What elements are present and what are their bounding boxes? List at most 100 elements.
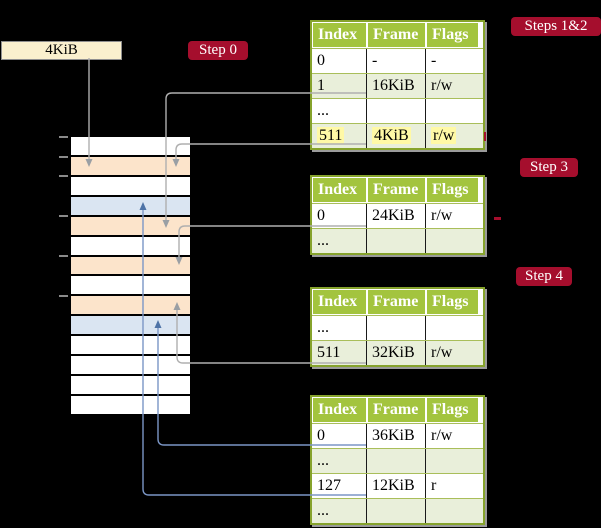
table-cell: 1 [312,74,367,98]
tick-mark [59,136,68,138]
table-cell: r [431,477,437,494]
header-cell-frame: Frame [367,397,426,423]
table-cell [367,229,426,253]
highlighted-value: 4KiB [372,127,411,144]
table-cell [367,499,426,523]
table-cell: 511 [312,341,367,365]
memory-row-6-peach [71,254,190,275]
table-cell: 127 [312,474,367,498]
table-cell [367,449,426,473]
red-arrow-fragment [494,217,501,220]
table-cell: r/w [431,207,453,224]
header-cell-index: Index [312,177,367,203]
memory-row-2-white [71,174,190,195]
table-cell: 32KiB [367,341,426,365]
table-cell: r/w [431,77,453,94]
table-cell: 0 [312,49,367,73]
header-cell-index: Index [312,397,367,423]
table-cell: r/w [431,344,453,361]
table-cell: 4KiB [367,124,426,148]
table-cell: 0 [312,204,367,228]
header-cell-flags: Flags [426,22,479,48]
header-cell-flags: Flags [426,289,479,315]
memory-row-8-peach [71,294,190,315]
table-row: ... [312,498,483,523]
highlighted-value: r/w [431,127,457,144]
table-cell: 36KiB [367,424,426,448]
memory-row-0-white [71,137,190,155]
step-0-badge: Step 0 [188,41,248,60]
memory-row-10-white [71,334,190,355]
table-cell: r/w [431,427,453,444]
table-cell: 12KiB [367,474,426,498]
tick-mark [59,215,68,217]
table-row: 511 4KiB r/w [312,123,483,148]
header-cell-frame: Frame [367,22,426,48]
header-cell-flags: Flags [426,397,479,423]
memory-row-11-white [71,354,190,375]
table-row: ... [312,448,483,473]
table-cell: - [431,52,437,69]
table-cell [426,449,479,473]
memory-row-4-peach [71,214,190,235]
memory-stack [71,137,190,414]
table-cell: ... [312,229,367,253]
step-3-badge: Step 3 [520,158,578,177]
table-cell [426,499,479,523]
table-cell: ... [312,499,367,523]
table-cell: ... [312,316,367,340]
table-cell: 0 [312,424,367,448]
memory-row-13-white [71,393,190,414]
highlighted-value: 511 [317,127,345,144]
tick-mark [59,255,68,257]
page-size-legend: 4KiB [1,41,122,60]
table-cell [426,99,479,123]
header-cell-index: Index [312,289,367,315]
memory-row-1-peach [71,154,190,175]
table-cell [367,99,426,123]
page-size-label: 4KiB [45,42,78,58]
table-cell [426,229,479,253]
table-row: 0-- [312,48,483,73]
table-row: ... [312,98,483,123]
memory-row-7-white [71,274,190,295]
red-arrow-fragment [484,132,486,141]
header-cell-frame: Frame [367,177,426,203]
table-cell [426,316,479,340]
table-cell: r/w [426,124,479,148]
table-cell: 16KiB [367,74,426,98]
table-cell: - [367,49,426,73]
table-row: ... [312,228,483,253]
table-cell [367,316,426,340]
table-cell: ... [312,449,367,473]
step-4-badge: Step 4 [516,267,572,286]
header-cell-index: Index [312,22,367,48]
table-cell: 511 [312,124,367,148]
table-row: ... [312,315,483,340]
tick-mark [59,295,68,297]
tick-mark [59,175,68,177]
tick-mark [59,156,68,158]
memory-row-9-blue [71,314,190,335]
table-cell: ... [312,99,367,123]
memory-row-5-white [71,234,190,255]
table-cell: 24KiB [367,204,426,228]
memory-row-12-white [71,374,190,394]
header-cell-frame: Frame [367,289,426,315]
memory-row-3-blue [71,194,190,215]
header-cell-flags: Flags [426,177,479,203]
